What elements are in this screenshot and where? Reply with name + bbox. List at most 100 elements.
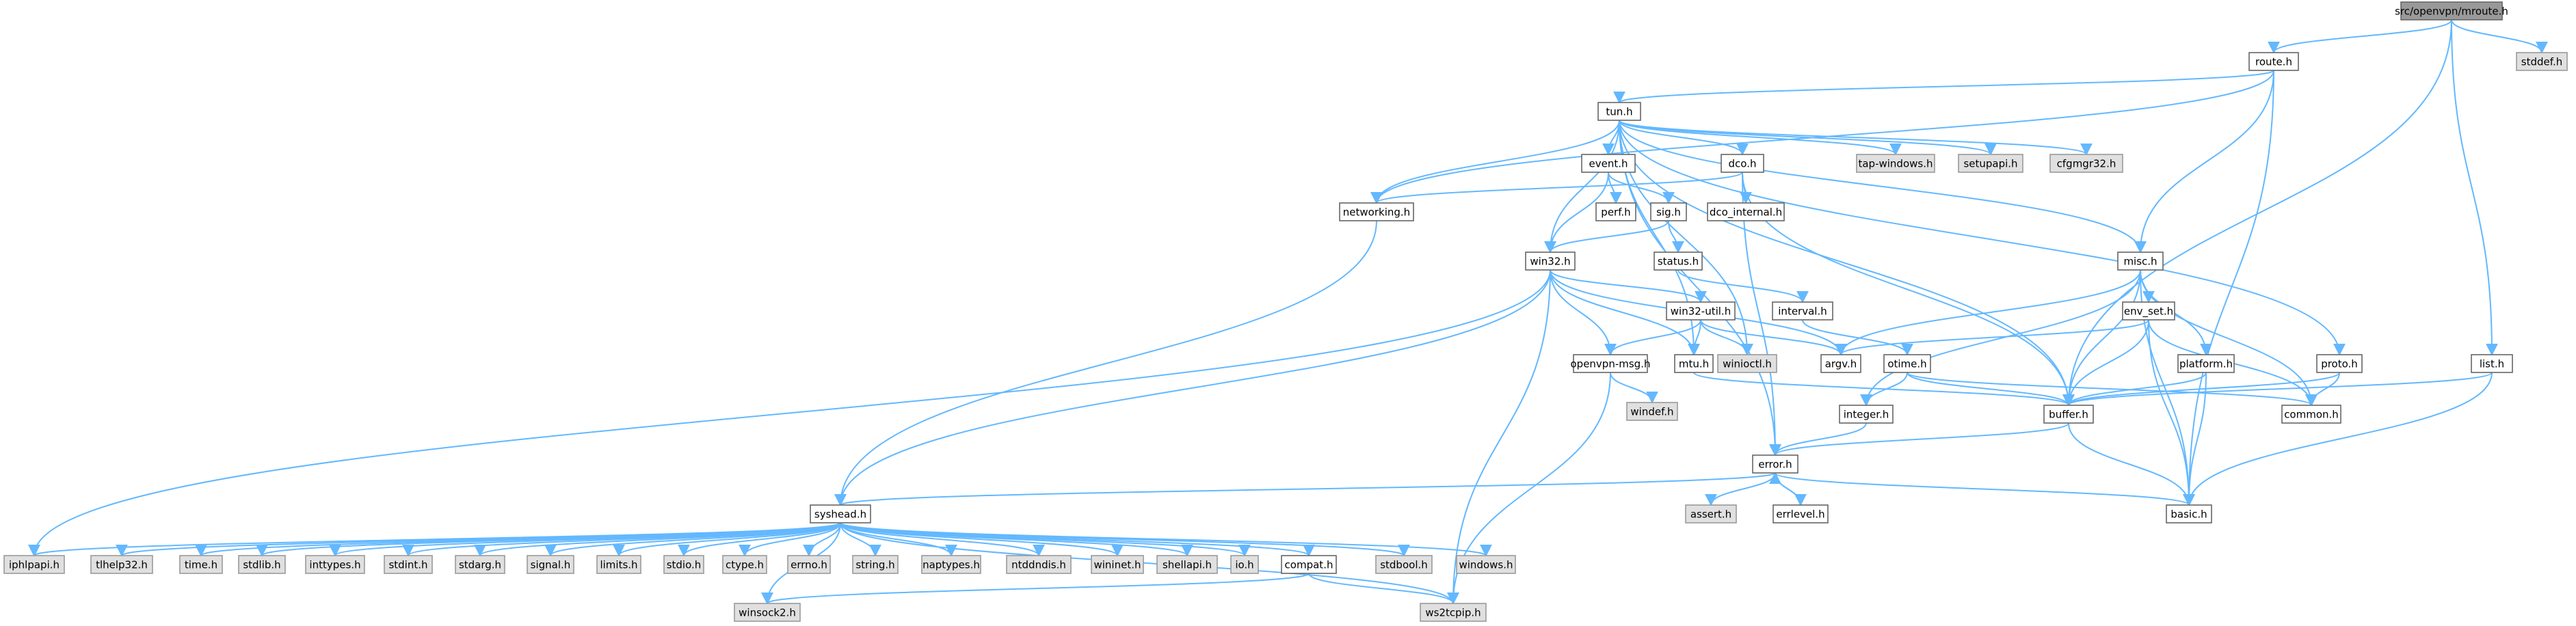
node-errlevel[interactable]: errlevel.h: [1772, 504, 1829, 523]
node-label: common.h: [2284, 409, 2339, 421]
node-interval[interactable]: interval.h: [1772, 301, 1833, 321]
node-box: [722, 555, 767, 574]
node-basic[interactable]: basic.h: [2166, 504, 2212, 523]
node-ctype: ctype.h: [722, 555, 767, 574]
node-inttypes: inttypes.h: [305, 555, 365, 574]
node-platform[interactable]: platform.h: [2177, 354, 2235, 373]
node-proto[interactable]: proto.h: [2316, 354, 2363, 373]
edge-syshead-to-ntddndis: [840, 522, 1045, 557]
node-label: windows.h: [1459, 559, 1513, 571]
edge-dco-to-error: [1742, 172, 1781, 457]
node-dcoint[interactable]: dco_internal.h: [1707, 202, 1785, 221]
node-box: [455, 555, 505, 574]
node-label: stdio.h: [667, 559, 702, 571]
node-sig[interactable]: sig.h: [1650, 202, 1687, 221]
node-label: setupapi.h: [1963, 158, 2017, 170]
edge-mroute-to-list: [2451, 19, 2498, 356]
node-openvpnmsg[interactable]: openvpn-msg.h: [1571, 354, 1651, 373]
node-box: [1717, 354, 1777, 373]
node-box: [1595, 202, 1636, 221]
node-label: otime.h: [1887, 358, 1926, 370]
node-box: [1339, 202, 1414, 221]
node-box: [1958, 154, 2023, 173]
node-label: buffer.h: [2049, 409, 2088, 421]
node-buffer[interactable]: buffer.h: [2043, 405, 2094, 424]
node-label: ws2tcpip.h: [1425, 607, 1480, 619]
node-errno: errno.h: [787, 555, 831, 574]
node-networking[interactable]: networking.h: [1339, 202, 1414, 221]
node-error[interactable]: error.h: [1752, 454, 1798, 474]
edge-win32util-to-winioctl: [1700, 319, 1753, 356]
node-windows: windows.h: [1456, 555, 1516, 574]
node-box: [852, 555, 899, 574]
node-label: winioctl.h: [1723, 358, 1772, 370]
node-win32util[interactable]: win32-util.h: [1666, 301, 1736, 321]
node-label: event.h: [1589, 158, 1628, 170]
node-label: src/openvpn/mroute.h: [2395, 5, 2508, 18]
node-ntddndis: ntddndis.h: [1006, 555, 1072, 574]
node-dco[interactable]: dco.h: [1721, 154, 1764, 173]
edge-integer-to-error: [1769, 422, 1867, 457]
node-label: io.h: [1235, 559, 1253, 571]
node-perf[interactable]: perf.h: [1595, 202, 1636, 221]
node-ws2tcpip: ws2tcpip.h: [1420, 603, 1487, 622]
node-compat[interactable]: compat.h: [1281, 555, 1337, 574]
node-integer[interactable]: integer.h: [1839, 405, 1894, 424]
node-label: syshead.h: [814, 508, 866, 521]
edge-syshead-to-limits: [613, 522, 841, 557]
node-envset[interactable]: env_set.h: [2122, 301, 2175, 321]
node-label: error.h: [1758, 459, 1792, 471]
node-box: [179, 555, 223, 574]
node-box: [2117, 251, 2164, 271]
node-label: cfgmgr32.h: [2057, 158, 2116, 170]
node-win32[interactable]: win32.h: [1525, 251, 1576, 271]
node-box: [1626, 402, 1678, 421]
node-syshead[interactable]: syshead.h: [810, 504, 871, 523]
node-box: [2516, 52, 2568, 71]
edge-event-to-perf: [1608, 172, 1622, 204]
node-label: tun.h: [1606, 106, 1632, 118]
node-box: [2043, 405, 2094, 424]
edge-route-to-basic: [2183, 70, 2274, 506]
node-box: [1721, 154, 1764, 173]
node-box: [1654, 251, 1703, 271]
node-otime[interactable]: otime.h: [1883, 354, 1931, 373]
node-label: windef.h: [1630, 406, 1673, 418]
node-box: [1707, 202, 1785, 221]
edge-syshead-to-stdbool: [840, 522, 1410, 557]
node-box: [1820, 354, 1861, 373]
edge-tun-to-proto: [1619, 120, 2346, 356]
node-label: ntddndis.h: [1011, 559, 1066, 571]
node-tlhelp32: tlhelp32.h: [90, 555, 153, 574]
node-box: [734, 603, 801, 622]
node-misc[interactable]: misc.h: [2117, 251, 2164, 271]
edge-compat-to-winsock2: [761, 573, 1310, 605]
edge-syshead-to-stdarg: [474, 522, 841, 557]
node-mtu[interactable]: mtu.h: [1674, 354, 1714, 373]
node-box: [1883, 354, 1931, 373]
node-mroute[interactable]: src/openvpn/mroute.h: [2395, 1, 2508, 21]
node-label: inttypes.h: [309, 559, 360, 571]
edge-sig-to-status: [1668, 220, 1684, 254]
node-argv[interactable]: argv.h: [1820, 354, 1861, 373]
node-list[interactable]: list.h: [2471, 354, 2513, 373]
edge-tun-to-setupapi: [1619, 120, 1997, 156]
edge-otime-to-buffer: [1907, 372, 2075, 407]
node-tun[interactable]: tun.h: [1597, 102, 1641, 121]
node-label: perf.h: [1601, 206, 1630, 219]
edge-error-to-basic: [1775, 472, 2195, 506]
node-assert: assert.h: [1685, 504, 1737, 523]
node-status[interactable]: status.h: [1654, 251, 1703, 271]
node-box: [1839, 405, 1894, 424]
node-box: [1581, 154, 1636, 173]
edge-route-to-misc: [2134, 70, 2274, 254]
edge-otime-to-common: [1907, 372, 2318, 407]
node-event[interactable]: event.h: [1581, 154, 1636, 173]
node-route[interactable]: route.h: [2248, 52, 2299, 71]
edge-mroute-to-route: [2268, 19, 2452, 54]
node-label: integer.h: [1844, 409, 1889, 421]
node-common[interactable]: common.h: [2281, 405, 2341, 424]
node-label: win32.h: [1530, 256, 1570, 268]
node-label: compat.h: [1285, 559, 1333, 571]
